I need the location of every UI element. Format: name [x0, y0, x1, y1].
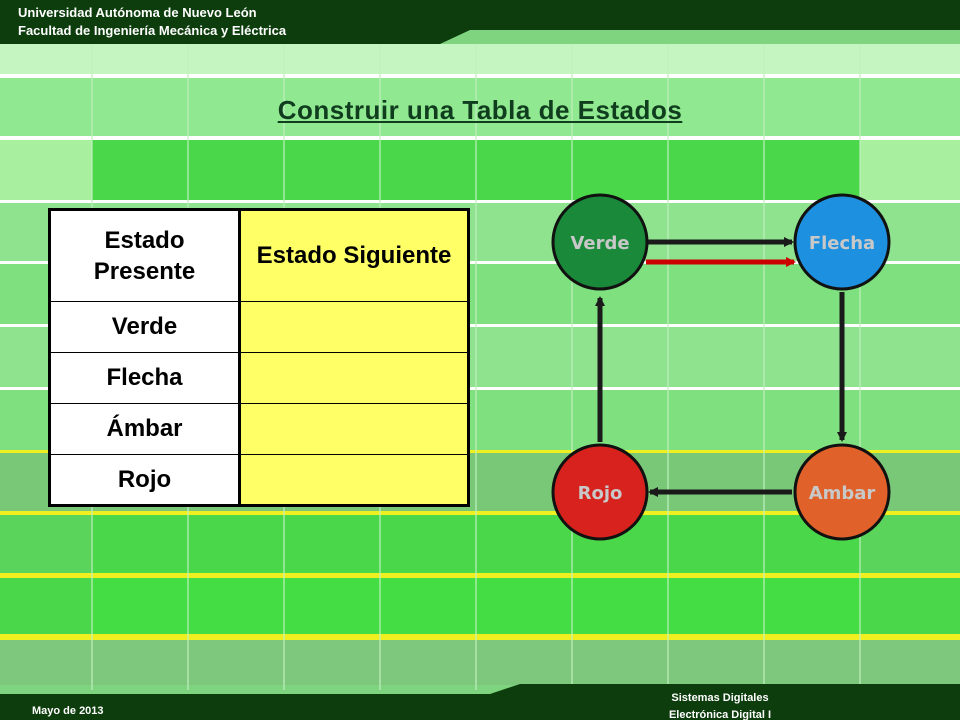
- next-state-cell[interactable]: [239, 301, 469, 353]
- present-state-cell: Ámbar: [49, 403, 241, 455]
- state-verde-label: Verde: [570, 233, 629, 254]
- state-table: Estado Presente Estado Siguiente Verde F…: [48, 208, 470, 507]
- footer-course-line1: Sistemas Digitales: [671, 692, 769, 704]
- header-bar: [0, 0, 960, 44]
- present-state-cell: Rojo: [49, 454, 241, 506]
- table-header-row: Estado Presente Estado Siguiente: [49, 209, 469, 302]
- next-state-cell[interactable]: [239, 352, 469, 404]
- present-state-cell: Verde: [49, 301, 241, 353]
- footer-date: Mayo de 2013: [32, 705, 104, 717]
- state-flecha-label: Flecha: [809, 233, 875, 254]
- header-next-state: Estado Siguiente: [239, 209, 469, 302]
- slide-title: Construir una Tabla de Estados: [277, 95, 683, 125]
- table-row: Verde: [49, 301, 469, 353]
- state-ambar: Ambar: [793, 443, 891, 541]
- state-rojo: Rojo: [551, 443, 649, 541]
- state-diagram: Verde Flecha Ambar Rojo: [551, 193, 891, 541]
- present-state-cell: Flecha: [49, 352, 241, 404]
- table-row: Ámbar: [49, 403, 469, 455]
- next-state-cell[interactable]: [239, 454, 469, 506]
- footer-course-line2: Electrónica Digital I: [668, 709, 772, 720]
- state-rojo-label: Rojo: [578, 483, 623, 504]
- state-verde: Verde: [551, 193, 649, 291]
- faculty-name: Facultad de Ingeniería Mecánica y Eléctr…: [18, 23, 287, 38]
- header-present-state: Estado Presente: [49, 209, 241, 302]
- table-row: Flecha: [49, 352, 469, 404]
- table-row: Rojo: [49, 454, 469, 506]
- footer-bar: [0, 684, 960, 720]
- state-flecha: Flecha: [793, 193, 891, 291]
- university-name: Universidad Autónoma de Nuevo León: [18, 5, 257, 20]
- next-state-cell[interactable]: [239, 403, 469, 455]
- state-ambar-label: Ambar: [809, 483, 876, 504]
